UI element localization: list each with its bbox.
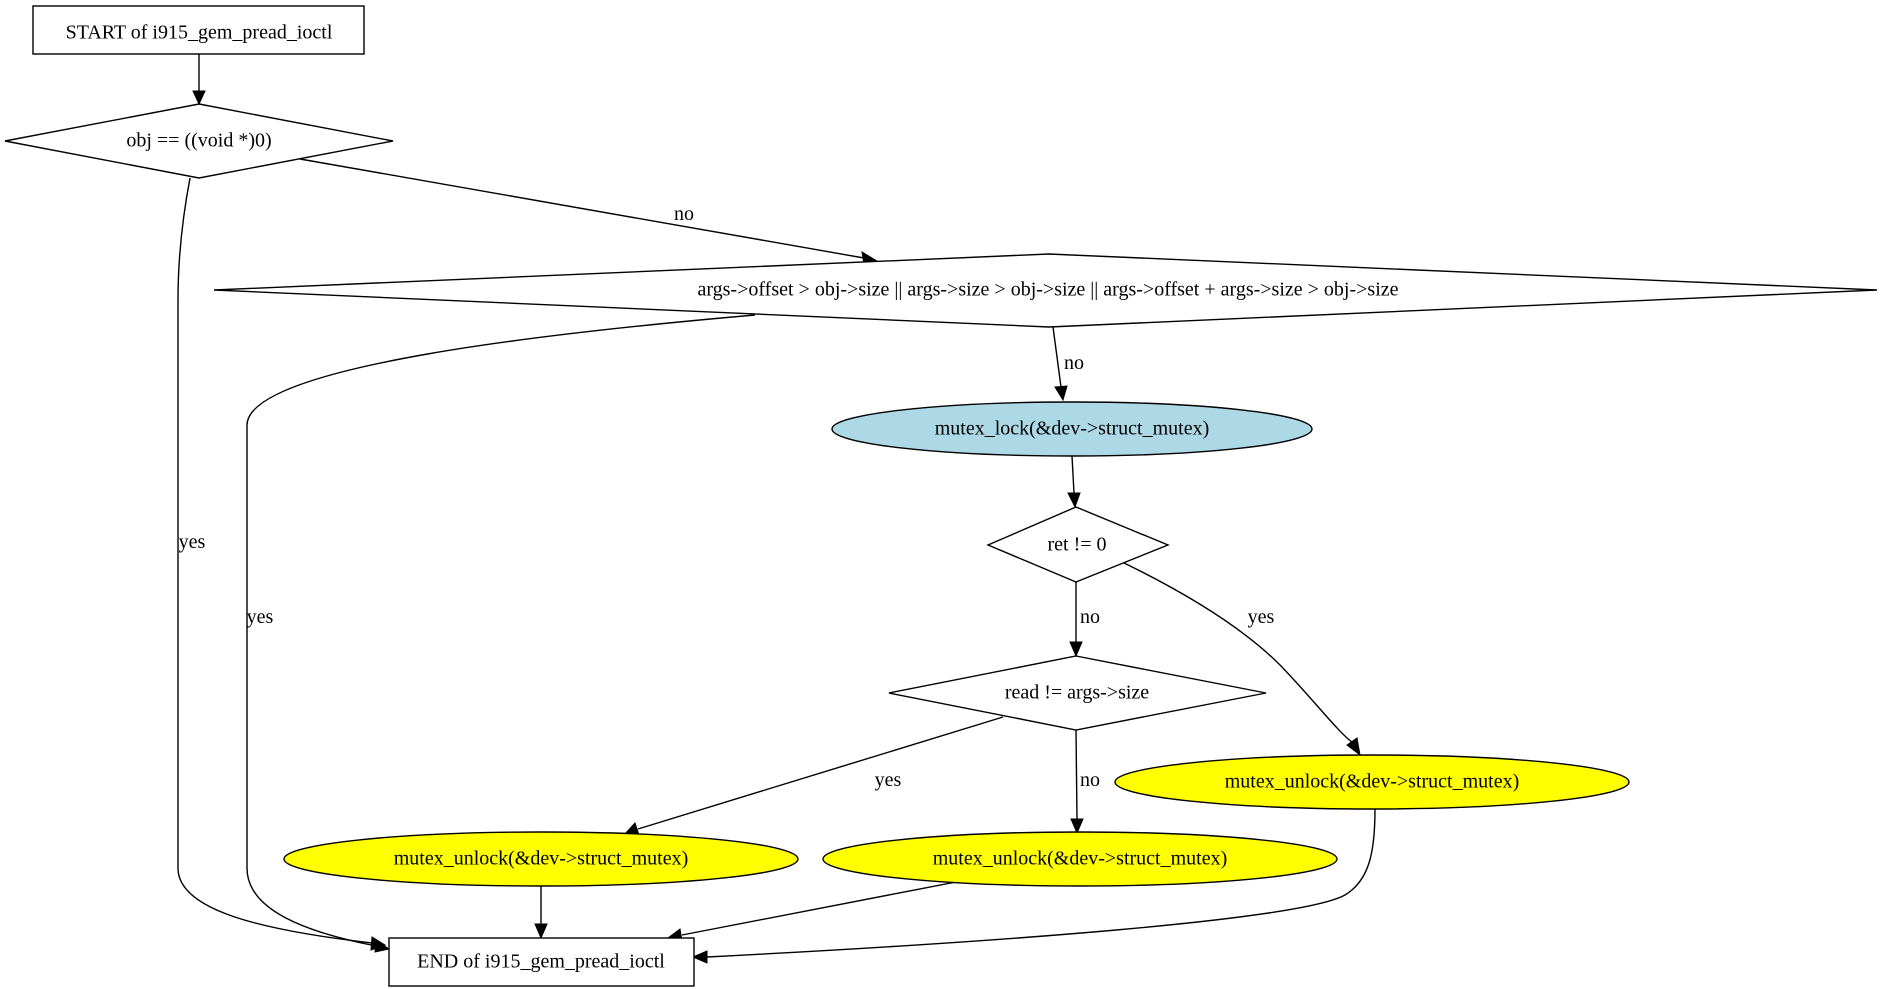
arrowhead [1054, 385, 1068, 402]
edge-label-obj-no: no [674, 203, 694, 225]
unlock-read-no-node: mutex_unlock(&dev->struct_mutex) [822, 831, 1338, 887]
read-check-decision: read != args->size [888, 655, 1267, 731]
arrowhead [1346, 737, 1361, 757]
arrowhead [534, 923, 548, 940]
unlock-read-no-label: mutex_unlock(&dev->struct_mutex) [933, 848, 1228, 870]
nodes: START of i915_gem_pread_ioctl obj == ((v… [4, 5, 1878, 987]
edges [177, 54, 1376, 964]
range-check-decision: args->offset > obj->size || args->size >… [213, 253, 1878, 328]
range-check-decision-label: args->offset > obj->size || args->size >… [697, 279, 1398, 301]
unlock-read-yes-node: mutex_unlock(&dev->struct_mutex) [283, 831, 799, 887]
arrowhead [1067, 492, 1081, 509]
mutex-lock-node: mutex_lock(&dev->struct_mutex) [831, 401, 1313, 457]
edge-unlock-ret-to-end [706, 808, 1376, 958]
edge-label-obj-yes: yes [179, 531, 206, 553]
mutex-lock-label: mutex_lock(&dev->struct_mutex) [935, 418, 1210, 440]
edge-label-ret-yes: yes [1248, 606, 1275, 628]
edge-obj-check-no [299, 158, 865, 259]
edge-read-check-yes [637, 716, 1004, 830]
start-node: START of i915_gem_pread_ioctl [32, 5, 365, 55]
unlock-read-yes-label: mutex_unlock(&dev->struct_mutex) [394, 848, 689, 870]
arrowhead [691, 950, 708, 964]
edge-unlock-no-to-end [681, 881, 957, 936]
edge-label-read-yes: yes [875, 769, 902, 791]
unlock-ret-node: mutex_unlock(&dev->struct_mutex) [1114, 754, 1630, 810]
arrowhead [374, 939, 391, 953]
arrowhead [192, 90, 206, 106]
end-node-label: END of i915_gem_pread_ioctl [417, 951, 665, 973]
read-check-decision-label: read != args->size [1005, 682, 1149, 704]
edge-ret-check-yes [1121, 561, 1353, 743]
edge-label-range-yes: yes [247, 606, 274, 628]
edge-read-check-no [1075, 729, 1078, 820]
start-node-label: START of i915_gem_pread_ioctl [66, 22, 333, 44]
edge-mutex-lock-to-ret-check [1071, 455, 1075, 494]
edge-range-check-no [1052, 326, 1062, 388]
obj-null-decision-label: obj == ((void *)0) [126, 130, 271, 152]
edge-obj-check-yes [177, 177, 373, 944]
edge-label-ret-no: no [1080, 606, 1100, 628]
unlock-ret-label: mutex_unlock(&dev->struct_mutex) [1225, 771, 1520, 793]
edge-label-range-no: no [1064, 352, 1084, 374]
ret-check-decision: ret != 0 [986, 506, 1170, 583]
edge-label-read-no: no [1080, 769, 1100, 791]
edge-range-check-yes [246, 314, 756, 947]
end-node: END of i915_gem_pread_ioctl [388, 937, 695, 987]
arrowhead [1070, 818, 1084, 835]
arrowhead [1069, 641, 1083, 658]
ret-check-decision-label: ret != 0 [1047, 534, 1106, 556]
obj-null-decision: obj == ((void *)0) [4, 103, 394, 179]
edge-labels: no yes no yes no yes yes no [179, 203, 1275, 791]
